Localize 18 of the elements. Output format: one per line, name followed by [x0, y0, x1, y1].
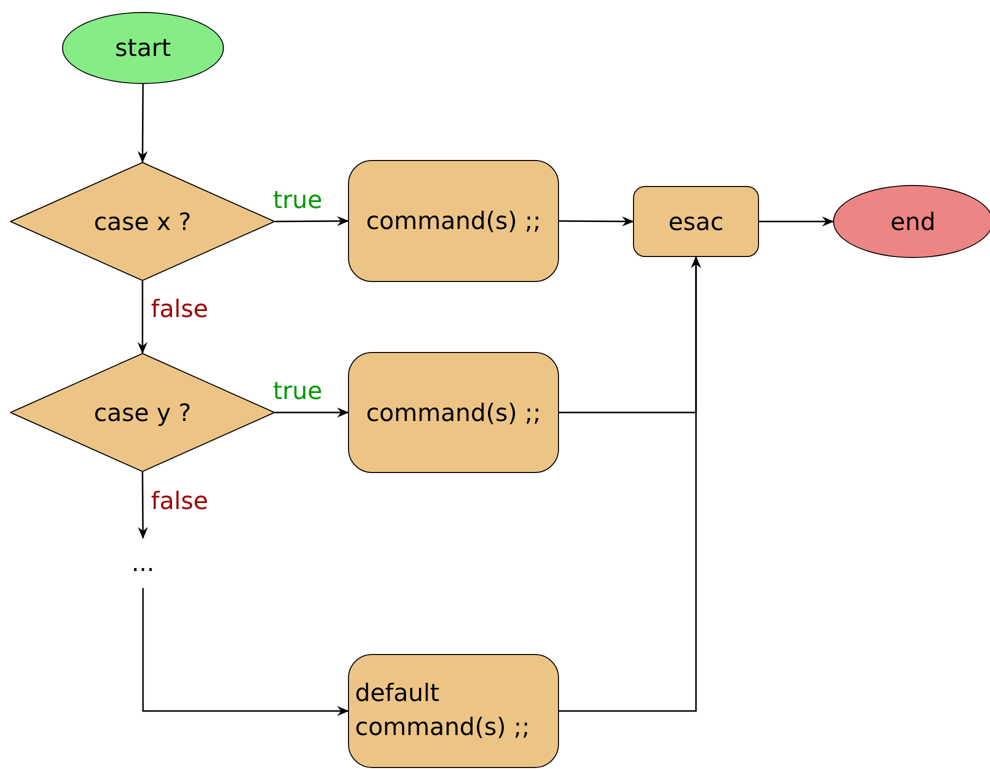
arrow — [275, 408, 349, 418]
arrow — [138, 472, 148, 539]
end-terminal: end — [833, 185, 990, 258]
ellipsis-text: ... — [118, 538, 168, 588]
arrow — [138, 84, 148, 163]
arrow — [142, 588, 349, 716]
process-box: esac — [633, 186, 759, 257]
arrow — [559, 216, 634, 226]
arrow — [138, 281, 148, 354]
process-box: default command(s) ;; — [348, 654, 559, 768]
process-box: command(s) ;; — [348, 352, 559, 473]
arrow — [759, 216, 834, 226]
decision-diamond: case x ? — [10, 162, 275, 281]
arrow — [559, 256, 701, 712]
start-terminal: start — [62, 12, 224, 84]
arrow — [275, 216, 349, 226]
decision-diamond: case y ? — [10, 353, 275, 472]
process-box: command(s) ;; — [348, 160, 559, 282]
